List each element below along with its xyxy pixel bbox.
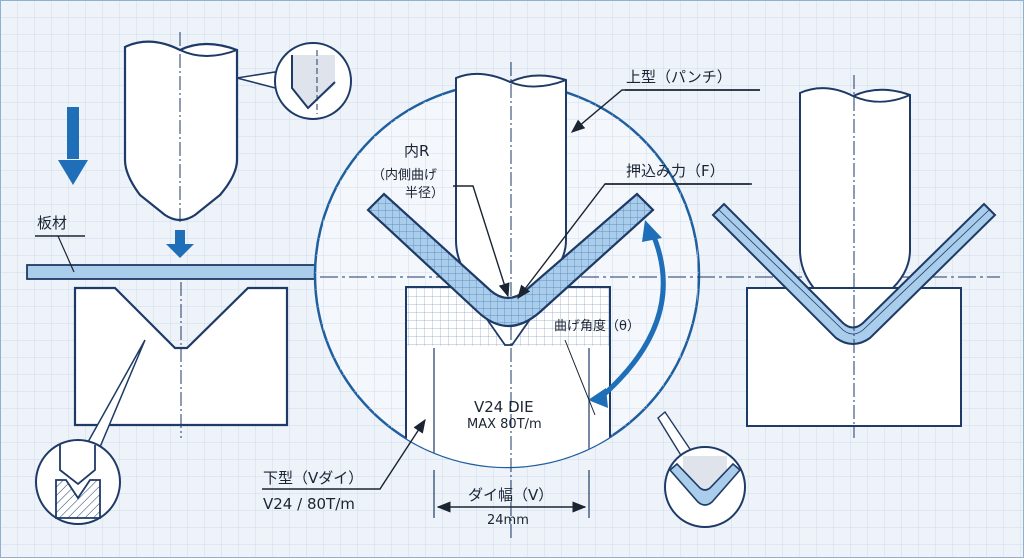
label-inner-r-sub1: （内側曲げ xyxy=(372,168,438,183)
magnified-detail xyxy=(262,62,1000,540)
label-force: 押込み力（F） xyxy=(626,162,725,180)
label-die-width-value: 24mm xyxy=(487,513,529,528)
label-lower-die-spec: V24 / 80T/m xyxy=(263,495,355,513)
left-stage xyxy=(26,32,352,525)
label-bend-angle: 曲げ角度（θ） xyxy=(554,319,640,334)
bend-detail-bubble xyxy=(657,410,746,528)
label-die-width: ダイ幅（V） xyxy=(468,486,554,504)
label-inner-r: 内R xyxy=(404,142,430,160)
label-sheet: 板材 xyxy=(37,214,68,232)
right-stage xyxy=(711,75,997,438)
label-inner-r-sub2: 半径） xyxy=(405,186,445,201)
label-die-name: V24 DIE xyxy=(474,398,534,416)
label-lower-die: 下型（Vダイ） xyxy=(263,469,364,487)
label-die-max: MAX 80T/m xyxy=(467,417,542,432)
label-punch: 上型（パンチ） xyxy=(626,68,732,86)
